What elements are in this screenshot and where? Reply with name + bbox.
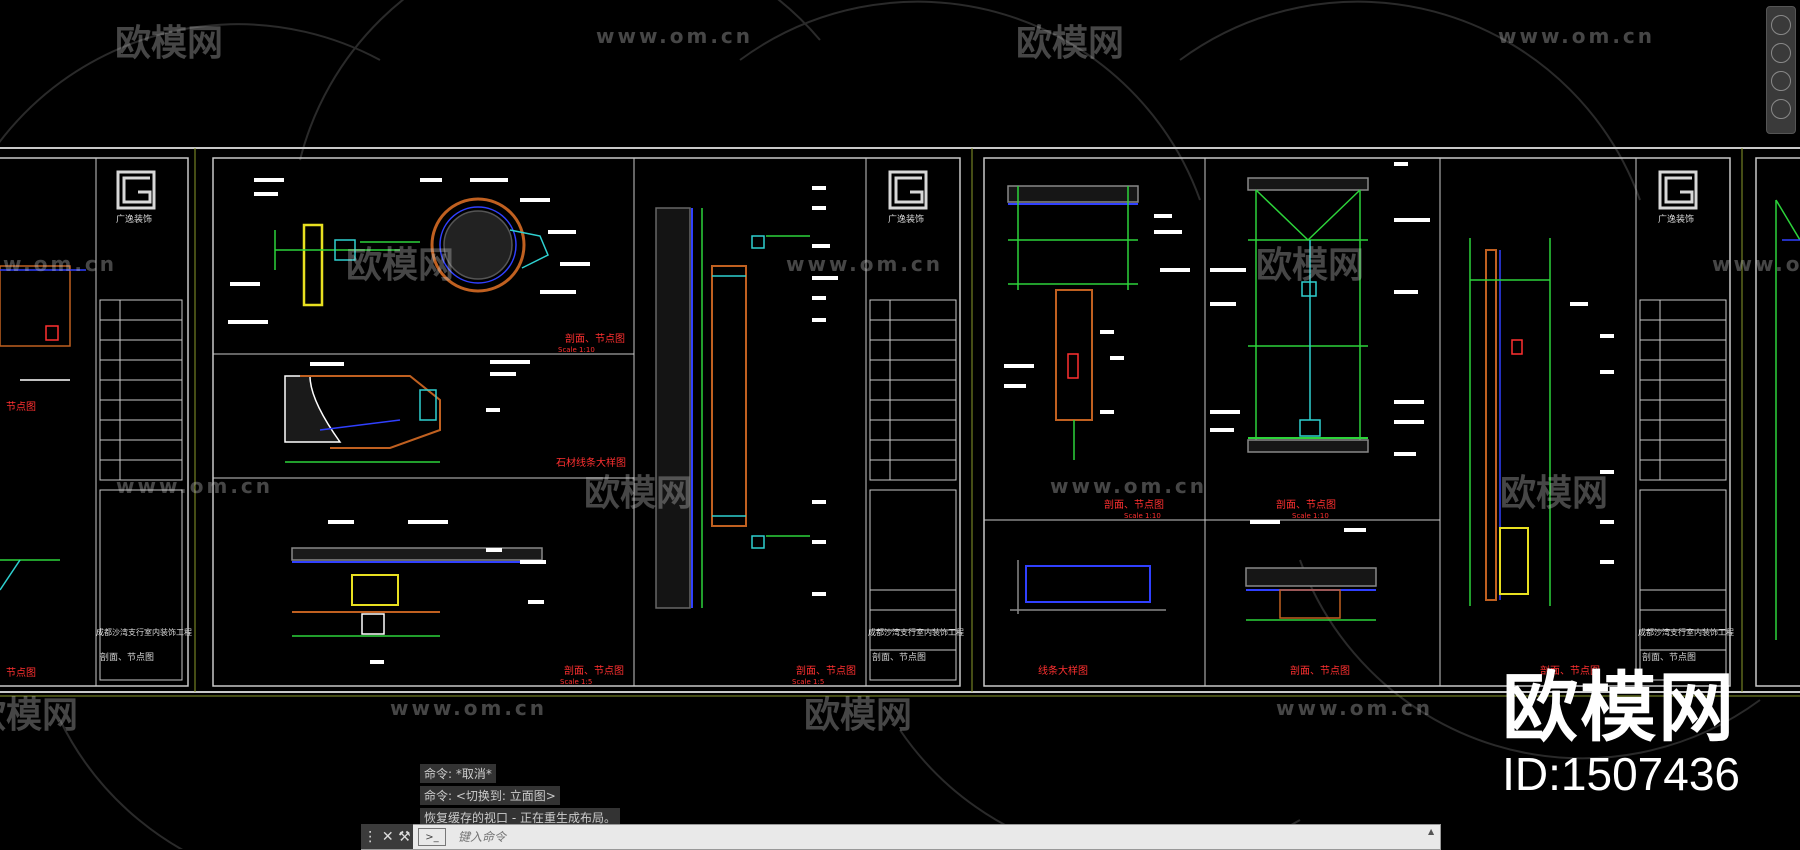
- sheet-title: 剖面、节点图: [872, 651, 926, 663]
- logo-text: 广逸装饰: [116, 213, 152, 225]
- detail-left-partial: [0, 265, 86, 591]
- settings-wrench-icon[interactable]: ⚒: [398, 828, 411, 845]
- detail-right-one: [1010, 560, 1166, 614]
- detail-label: 剖面、节点图: [1290, 664, 1350, 677]
- steering-wheel-icon[interactable]: [1771, 15, 1791, 35]
- navigation-bar[interactable]: [1766, 6, 1796, 134]
- sheet-title: 剖面、节点图: [100, 651, 154, 663]
- model-id: ID:1507436: [1502, 748, 1740, 800]
- dimension-tags: [228, 178, 838, 664]
- title-block-middle: [869, 299, 957, 681]
- scale-label: Scale 1:10: [1292, 512, 1329, 520]
- scale-label: Scale 1:10: [1124, 512, 1161, 520]
- model-id-block: 欧模网 ID:1507436: [1502, 663, 1740, 801]
- detail-right-a: [1007, 185, 1139, 460]
- detail-label: 线条大样图: [1038, 664, 1088, 677]
- dimension-tags-right: [1004, 162, 1614, 564]
- project-name: 成都沙湾支行室内装饰工程: [868, 627, 964, 637]
- watermark-arcs: [0, 0, 1761, 849]
- command-history: 命令: *取消* 命令: <切换到: 立面图> 恢复缓存的视口 - 正在重生成布…: [420, 764, 620, 830]
- detail-label: 石材线条大样图: [556, 456, 626, 469]
- command-prompt-icon[interactable]: >_: [418, 828, 446, 846]
- sheet-title: 剖面、节点图: [1642, 651, 1696, 663]
- project-name: 成都沙湾支行室内装饰工程: [1638, 627, 1734, 637]
- company-logo-icon: [116, 170, 1698, 210]
- detail-right-tall: [1469, 238, 1551, 606]
- command-history-line: 命令: <切换到: 立面图>: [420, 786, 560, 805]
- close-icon[interactable]: ✕: [381, 828, 394, 845]
- command-history-line: 恢复缓存的视口 - 正在重生成布局。: [420, 808, 620, 827]
- grip-handle-icon[interactable]: ⋮: [363, 828, 378, 845]
- title-block-left: [99, 299, 183, 681]
- detail-label: 剖面、节点图: [1540, 664, 1600, 677]
- detail-label: 剖面、节点图: [1276, 498, 1336, 511]
- detail-label: 剖面、节点图: [1104, 498, 1164, 511]
- command-line[interactable]: >_ ▲: [361, 824, 1441, 850]
- zoom-icon[interactable]: [1771, 71, 1791, 91]
- history-scroll-up-icon[interactable]: ▲: [1428, 827, 1435, 836]
- detail-b-vertical-section: [655, 207, 810, 609]
- pan-icon[interactable]: [1771, 43, 1791, 63]
- detail-a-round-column: [274, 197, 549, 307]
- logo-text: 广逸装饰: [888, 213, 924, 225]
- scale-label: Scale 1:10: [558, 346, 595, 354]
- detail-label: 节点图: [6, 667, 36, 679]
- detail-c-ceiling: [291, 547, 543, 637]
- scale-label: Scale 1:5: [792, 678, 824, 686]
- command-line-grip[interactable]: ⋮ ✕ ⚒: [361, 824, 413, 849]
- detail-label: 节点图: [6, 401, 36, 413]
- detail-label: 剖面、节点图: [564, 664, 624, 677]
- logo-text: 广逸装饰: [1658, 213, 1694, 225]
- sheet-frames: [0, 147, 1800, 697]
- detail-label: 剖面、节点图: [796, 664, 856, 677]
- detail-stone-moulding: [284, 375, 441, 463]
- detail-right-b: [1247, 177, 1369, 453]
- command-history-line: 命令: *取消*: [420, 764, 496, 783]
- title-block-right: [1639, 299, 1727, 681]
- id-brand: 欧模网: [1502, 663, 1737, 752]
- detail-far-right-partial: [1775, 199, 1800, 640]
- orbit-icon[interactable]: [1771, 99, 1791, 119]
- detail-right-c: [1245, 567, 1377, 621]
- scale-label: Scale 1:5: [560, 678, 592, 686]
- command-input[interactable]: [456, 829, 1060, 845]
- project-name: 成都沙湾支行室内装饰工程: [96, 627, 192, 637]
- detail-label: 剖面、节点图: [565, 332, 625, 345]
